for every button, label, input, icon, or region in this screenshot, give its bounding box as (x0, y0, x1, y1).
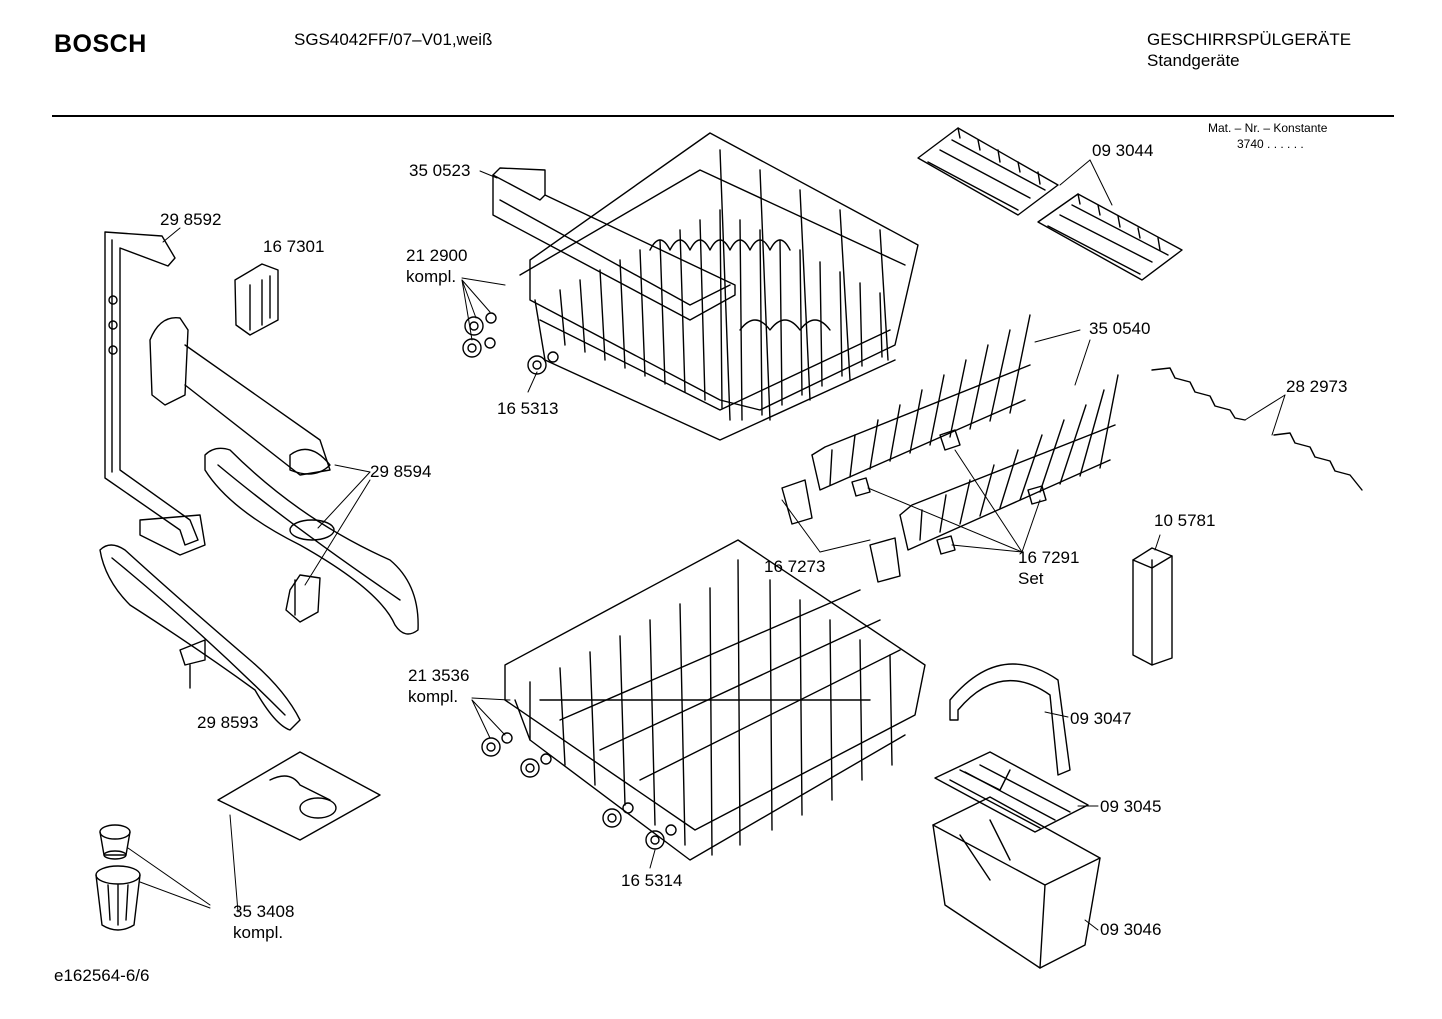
rack-clips (781, 429, 1047, 583)
cutlery-basket-tall (1132, 547, 1173, 666)
upper-spray-tube (149, 316, 331, 476)
part-label-165313: 16 5313 (497, 399, 559, 418)
part-label-165314: 16 5314 (621, 871, 683, 890)
holder-part (1151, 367, 1363, 491)
brand-logo: BOSCH (54, 30, 147, 58)
mat-nr-label: Mat. – Nr. – Konstante (1208, 121, 1328, 135)
spray-arm-upper (204, 447, 419, 635)
basket-handle (949, 663, 1071, 776)
filter-set (95, 824, 141, 931)
leader-lines (127, 159, 1286, 931)
spray-arm-hub (285, 574, 321, 623)
category-subtitle: Standgeräte (1147, 51, 1240, 70)
lower-basket (504, 539, 926, 861)
part-label-350540: 35 0540 (1089, 319, 1151, 338)
spray-arm-lower (99, 544, 301, 731)
category-title: GESCHIRRSPÜLGERÄTE (1147, 30, 1352, 49)
part-label-093046: 09 3046 (1100, 920, 1162, 939)
mat-nr-value: 3740 . . . . . . (1237, 137, 1304, 151)
cutlery-tray-top (917, 127, 1059, 216)
plate-rack-left (811, 314, 1031, 491)
part-label-093047: 09 3047 (1070, 709, 1132, 728)
clip-part (234, 263, 279, 336)
plate-rack-right (899, 374, 1119, 551)
upper-basket (492, 132, 919, 441)
header-divider (52, 115, 1394, 117)
upper-basket-wheels (462, 312, 559, 375)
part-label-093044: 09 3044 (1092, 141, 1154, 160)
part-label-298594: 29 8594 (370, 462, 432, 481)
part-label-093045: 09 3045 (1100, 797, 1162, 816)
part-label-167301: 16 7301 (263, 237, 325, 256)
part-label-167273: 16 7273 (764, 557, 826, 576)
diagram-id: e162564-6/6 (54, 966, 150, 985)
part-label-350523: 35 0523 (409, 161, 471, 180)
model-number: SGS4042FF/07–V01,weiß (294, 30, 493, 49)
sieve-plate (217, 751, 381, 841)
part-label-298592: 29 8592 (160, 210, 222, 229)
part-label-282973: 28 2973 (1286, 377, 1348, 396)
basket-lid (934, 751, 1089, 833)
feed-tube (104, 231, 206, 556)
part-label-105781: 10 5781 (1154, 511, 1216, 530)
part-label-298593: 29 8593 (197, 713, 259, 732)
cutlery-tray-bottom (1037, 193, 1183, 281)
lower-basket-wheels (481, 732, 677, 850)
basket-body (932, 796, 1101, 969)
